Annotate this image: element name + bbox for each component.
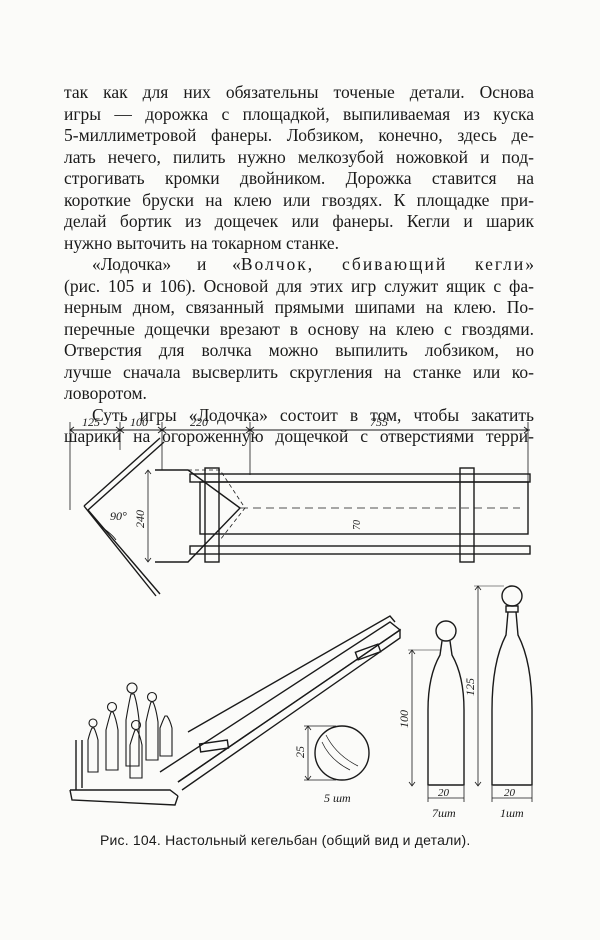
pin-large-height: 125 (463, 678, 477, 696)
figure-caption: Рис. 104. Настольный кегельбан (общий ви… (100, 832, 471, 848)
text-line: короткие бруски на клею или гвоздях. К п… (64, 189, 534, 210)
paragraph-2: «Лодочка» и «Волчок, сбивающий кегли» (р… (64, 254, 534, 405)
bowling-drawing: 125 100 220 755 90° 240 70 25 5 шт 100 1… (69, 415, 533, 820)
dim-125: 125 (82, 415, 100, 429)
games-title-spaced: Волчок, сбивающий кегли (240, 254, 526, 274)
plan-view (69, 422, 531, 597)
ball-qty: 5 шт (324, 791, 351, 805)
pin-small-width: 20 (438, 787, 450, 799)
text-line: Суть игры «Лодочка» состоит в том, чтобы… (92, 404, 534, 425)
text-line: нужно выточить на токарном станке. (64, 232, 340, 253)
dim-240: 240 (133, 510, 147, 528)
text-line: шарики на огороженную дощечкой с отверст… (64, 426, 534, 446)
text-line: Отверстия для волчка можно выпилить лобз… (64, 340, 534, 360)
text-line: ловоротом. (64, 383, 147, 403)
dim-70: 70 (352, 520, 363, 530)
figure-104: 125 100 220 755 90° 240 70 25 5 шт 100 1… (60, 410, 540, 830)
text-line: так как для них обязательны точеные дета… (64, 82, 534, 102)
large-pin-detail (474, 585, 533, 802)
games-title-open: «Лодочка» и « (92, 254, 241, 274)
text-line: лать нечего, пилить нужно мелкозубой нож… (64, 146, 534, 167)
pin-large-width: 20 (504, 787, 516, 799)
pin-small-height: 100 (397, 710, 411, 728)
pins (87, 682, 173, 779)
text-line: строгивать кромки двойником. Дорожка ста… (64, 168, 534, 188)
text-line: нерным дном, связанный прямыми шипами на… (64, 297, 534, 317)
text-line: 5-миллиметровой фанеры. Лобзиком, конечн… (64, 125, 534, 145)
dim-220: 220 (190, 415, 208, 429)
ball-detail (304, 725, 370, 781)
pin-small-qty: 7шт (432, 806, 456, 820)
text-line: «Лодочка» и «Волчок, сбивающий кегли» (64, 254, 534, 276)
text-line: (рис. 105 и 106). Основой для этих игр с… (64, 275, 534, 296)
text-line: перечные дощечки врезают в основу на кле… (64, 318, 534, 339)
ball-size: 25 (293, 746, 307, 758)
text-line: лучше сначала высверлить скругления на с… (64, 361, 534, 382)
small-pin-detail (408, 620, 465, 802)
dim-755: 755 (370, 415, 388, 429)
text-line: игры — дорожка с площадкой, выпиливаемая… (64, 103, 534, 124)
body-text: так как для них обязательны точеные дета… (64, 82, 534, 448)
paragraph-3: Суть игры «Лодочка» состоит в том, чтобы… (64, 405, 534, 448)
isometric-view (69, 615, 402, 806)
pin-large-qty: 1шт (500, 806, 524, 820)
angle-label: 90° (110, 509, 127, 523)
text-line: делай бортик из дощечек или фанеры. Кегл… (64, 211, 534, 231)
dim-100: 100 (130, 415, 148, 429)
paragraph-1: так как для них обязательны точеные дета… (64, 82, 534, 254)
games-title-close: » (525, 254, 534, 274)
